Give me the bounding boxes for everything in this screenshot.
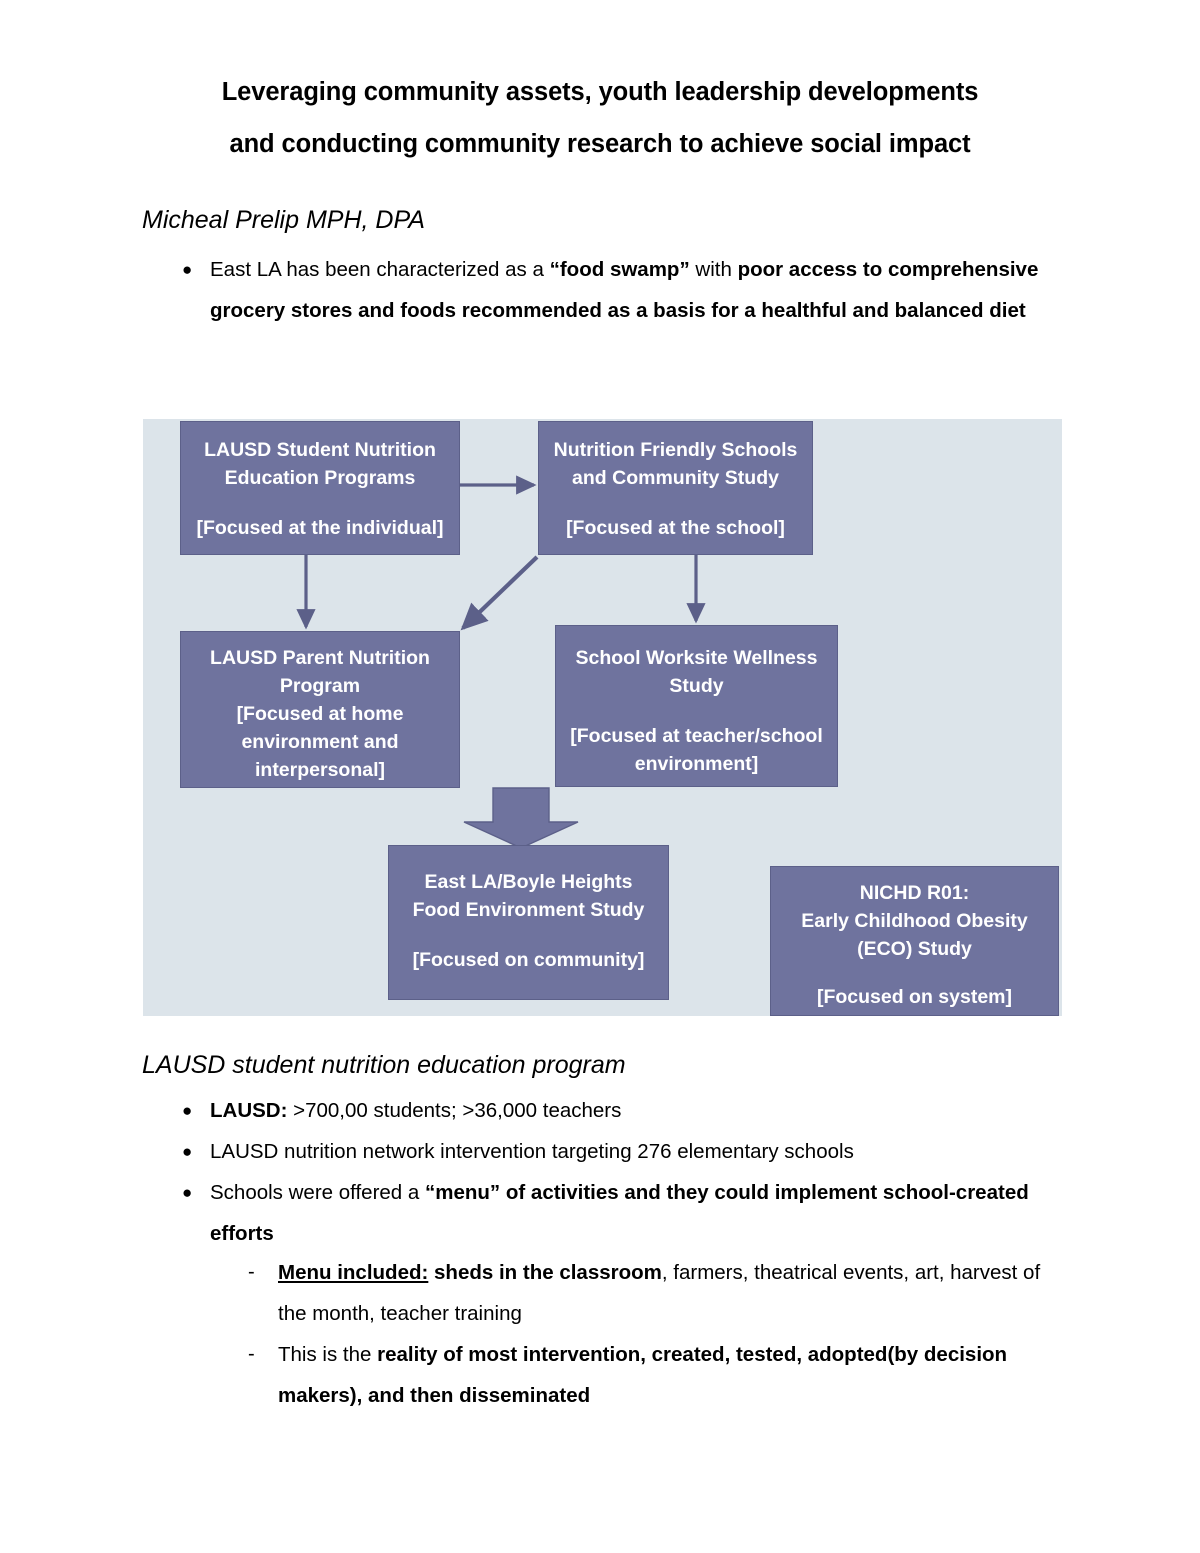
box-title-line: East LA/Boyle Heights (424, 871, 633, 893)
bullet-text-segment: Menu included: (278, 1261, 429, 1284)
diagram-box-lausd-parent-nutrition: LAUSD Parent Nutrition Program [Focused … (180, 631, 460, 788)
bullet-marker-icon: ● (182, 1183, 193, 1202)
bullet-text: Schools were offered a “menu” of activit… (210, 1181, 1029, 1245)
box-title-line: and Community Study (572, 467, 779, 489)
bullet-text: Menu included: sheds in the classroom, f… (278, 1261, 1040, 1325)
lausd-section-heading: LAUSD student nutrition education progra… (142, 1051, 626, 1079)
bullet-text: LAUSD: >700,00 students; >36,000 teacher… (210, 1099, 621, 1122)
box-focus-label: [Focused at the school] (566, 517, 785, 539)
bullet-text-segment: reality of most intervention, created, t… (278, 1343, 1008, 1407)
bullet-text-segment: “food swamp” (549, 258, 690, 281)
lausd-bullet-list: ● LAUSD: >700,00 students; >36,000 teache… (172, 1090, 1062, 1254)
bullet-item: ● LAUSD nutrition network intervention ta… (172, 1131, 1062, 1172)
page-title-line1: Leveraging community assets, youth leade… (221, 78, 979, 106)
box-title-line: Food Environment Study (412, 899, 645, 921)
bullet-text-segment: , farmers, theatrical events, art, harve… (278, 1261, 1041, 1325)
bullet-text-segment: >700,00 students; >36,000 teachers (287, 1099, 622, 1122)
bullet-text-segment: with (689, 258, 738, 281)
page-title: Leveraging community assets, youth leade… (140, 66, 1060, 170)
box-focus-label: [Focused at home environment and interpe… (236, 703, 404, 781)
box-title-line: LAUSD Student Nutrition (204, 439, 436, 461)
box-title-line: Early Childhood Obesity (801, 910, 1028, 932)
diagram-box-nutrition-friendly-schools: Nutrition Friendly Schools and Community… (538, 421, 813, 555)
box-title-line: Program (279, 675, 361, 697)
box-focus-label: [Focused on community] (412, 949, 645, 971)
bullet-text-segment: LAUSD: (210, 1099, 288, 1122)
bullet-item: ● Schools were offered a “menu” of activi… (172, 1172, 1062, 1254)
bullet-marker-icon: ● (182, 1101, 193, 1120)
page-title-line2: and conducting community research to ach… (229, 130, 971, 158)
diagram-box-east-la-food-environment: East LA/Boyle Heights Food Environment S… (388, 845, 669, 1000)
author-heading: Micheal Prelip MPH, DPA (142, 206, 425, 234)
bullet-item: - This is the reality of most interventio… (240, 1334, 1070, 1416)
diagram-box-lausd-student-nutrition: LAUSD Student Nutrition Education Progra… (180, 421, 460, 555)
bullet-text: This is the reality of most intervention… (278, 1343, 1007, 1407)
bullet-item: ● LAUSD: >700,00 students; >36,000 teache… (172, 1090, 1062, 1131)
bullet-text: LAUSD nutrition network intervention tar… (210, 1140, 854, 1163)
bullet-marker-icon: ● (182, 1142, 193, 1161)
bullet-text-segment: This is the (278, 1343, 378, 1366)
box-focus-label: [Focused on system] (816, 986, 1013, 1008)
bullet-text-segment: East LA has been characterized as a (210, 258, 550, 281)
bullet-text-segment: poor access to comprehensive grocery sto… (210, 258, 1039, 322)
bullet-text-segment: sheds in the classroom (428, 1261, 662, 1284)
bullet-text-segment: “menu” of activities and they could impl… (210, 1181, 1029, 1245)
box-title-line: LAUSD Parent Nutrition (210, 647, 430, 669)
bullet-item: ● East LA has been characterized as a “fo… (172, 249, 1052, 331)
box-focus-label: [Focused at teacher/school environment] (570, 725, 823, 775)
box-title-line: (ECO) Study (857, 938, 972, 960)
intro-bullet-list: ● East LA has been characterized as a “fo… (172, 249, 1052, 331)
bullet-marker-icon: ● (182, 260, 193, 279)
bullet-text: East LA has been characterized as a “foo… (210, 258, 1038, 322)
box-focus-label: [Focused at the individual] (196, 517, 444, 539)
diagram-box-school-worksite-wellness: School Worksite Wellness Study [Focused … (555, 625, 838, 787)
lausd-sub-bullet-list: - Menu included: sheds in the classroom, … (240, 1252, 1070, 1416)
bullet-text-segment: Schools were offered a (210, 1181, 425, 1204)
bullet-item: - Menu included: sheds in the classroom, … (240, 1252, 1070, 1334)
box-title-line: Study (669, 675, 724, 697)
bullet-text-segment: LAUSD nutrition network intervention tar… (210, 1140, 854, 1163)
bullet-marker-icon: - (248, 1343, 255, 1365)
bullet-marker-icon: - (248, 1261, 255, 1283)
diagram-box-nichd-r01-eco: NICHD R01: Early Childhood Obesity (ECO)… (770, 866, 1059, 1016)
box-title-line: Nutrition Friendly Schools (553, 439, 798, 461)
box-title-line: School Worksite Wellness (575, 647, 818, 669)
box-title-line: Education Programs (224, 467, 416, 489)
box-title-line: NICHD R01: (859, 882, 970, 904)
